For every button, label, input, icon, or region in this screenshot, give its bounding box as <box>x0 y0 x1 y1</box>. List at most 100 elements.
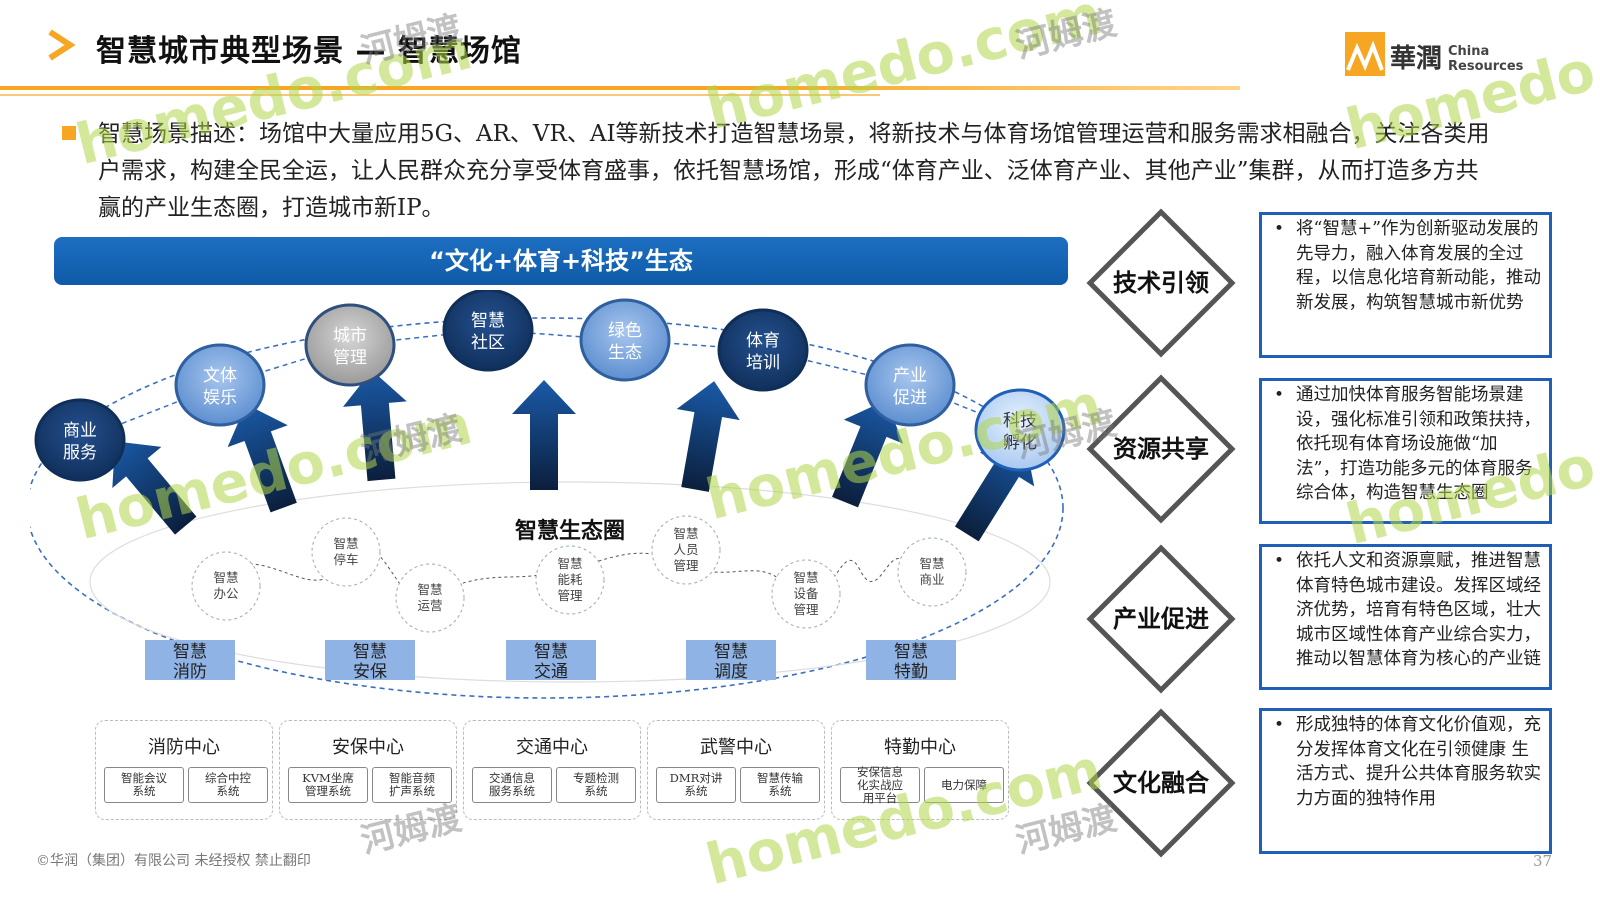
center-name: 武警中心 <box>700 737 772 758</box>
panel-text-box: •通过加快体育服务智能场景建设，强化标准引领和政策扶持，依托现有体育场设施做“加… <box>1259 378 1552 524</box>
outer-orbit <box>30 317 1064 699</box>
panel-label-line: 产业 <box>1113 604 1161 633</box>
watermark-cn: 河姆渡 <box>1011 3 1121 67</box>
small-circle-label: 管理 <box>793 602 819 617</box>
small-circle-label: 办公 <box>213 586 239 601</box>
center-name: 安保中心 <box>332 737 404 758</box>
panel-diamond-label: 技术引领 <box>1086 208 1236 358</box>
smart-service-label: 智慧 <box>173 642 207 662</box>
inner-orbit <box>89 481 1051 683</box>
page-number: 37 <box>1533 852 1553 870</box>
panel-label-line: 融合 <box>1161 768 1209 797</box>
system-box: 智能音频扩声系统 <box>372 767 452 803</box>
upward-arrow-icon <box>832 400 904 508</box>
scene-node-circle <box>442 290 534 372</box>
smart-service-label: 智慧 <box>714 642 748 662</box>
scene-node-label: 城市 <box>333 326 367 346</box>
scene-node-circle <box>579 298 671 382</box>
scene-node-circle <box>864 343 956 427</box>
panel-text-box: •将“智慧+”作为创新驱动发展的先导力，融入体育发展的全过程，以信息化培育新动能… <box>1259 212 1552 358</box>
scene-node-label: 娱乐 <box>203 388 237 408</box>
system-label: 管理系统 <box>305 784 351 798</box>
system-box: 智能会议系统 <box>104 767 184 803</box>
panel-diamond-label: 资源共享 <box>1086 374 1236 524</box>
system-label: 化实战应 <box>857 777 903 792</box>
center-label: 智慧生态圈 <box>515 518 625 544</box>
scene-node-label: 绿色 <box>608 321 642 341</box>
smart-service-label: 智慧 <box>534 642 568 662</box>
bullet-dot-icon: • <box>1274 551 1285 571</box>
scene-node-label: 科技 <box>1003 411 1037 431</box>
small-circle-label: 智慧 <box>919 556 944 571</box>
center-name: 交通中心 <box>516 737 588 758</box>
scene-node-label: 社区 <box>471 333 505 353</box>
small-circle-label: 运营 <box>417 598 442 613</box>
system-label: 安保信息 <box>857 764 903 779</box>
chevron-right-icon <box>48 29 76 61</box>
scene-node-label: 生态 <box>608 343 642 363</box>
system-label: 用平台 <box>862 790 898 805</box>
diamond-shape <box>1086 374 1236 524</box>
system-label: 系统 <box>684 784 708 798</box>
small-circle-label: 智慧 <box>417 582 442 597</box>
system-box: 安保信息化实战应用平台 <box>840 764 920 805</box>
panel-label-line: 共享 <box>1161 434 1209 463</box>
scene-description: 智慧场景描述：场馆中大量应用5G、AR、VR、AI等新技术打造智慧场景，将新技术… <box>98 121 1490 221</box>
scene-node-label: 服务 <box>63 443 97 463</box>
system-label: KVM坐席 <box>302 771 354 785</box>
center-name: 消防中心 <box>148 737 220 758</box>
system-label: 智慧传输 <box>757 771 803 785</box>
diamond-shape <box>1086 544 1236 694</box>
small-circle-label: 停车 <box>333 552 358 567</box>
diamond-shape <box>1086 208 1236 358</box>
system-box: 综合中控系统 <box>188 767 268 803</box>
center-group: 安保中心 KVM坐席管理系统 智能音频扩声系统 <box>279 720 457 820</box>
panel-label-line: 引领 <box>1161 268 1209 297</box>
small-circle-label: 人员 <box>673 542 698 557</box>
upward-arrow-icon <box>342 370 407 482</box>
panel-diamond-label: 文化融合 <box>1086 708 1236 858</box>
system-box: 专题检测系统 <box>556 767 636 803</box>
scene-node-label: 孵化 <box>1003 433 1037 453</box>
smart-service-label: 智慧 <box>894 642 928 662</box>
system-label: 服务系统 <box>489 784 535 798</box>
copyright: ©华润（集团）有限公司 未经授权 禁止翻印 <box>36 853 311 869</box>
china-resources-logo <box>1345 32 1385 76</box>
bullet-square <box>62 126 76 140</box>
scene-node-circle <box>304 303 396 387</box>
upward-arrow-icon <box>676 381 740 492</box>
small-circle-label: 智慧 <box>673 526 698 541</box>
scene-node-label: 体育 <box>746 331 780 351</box>
centers-row: 消防中心智能会议系统综合中控系统 安保中心 KVM坐席管理系统 智能音频扩声系统 交通中… <box>95 720 1025 830</box>
system-label: 专题检测 <box>573 771 619 785</box>
system-label: 系统 <box>584 784 608 798</box>
panel-text: 依托人文和资源禀赋，推进智慧体育特色城市建设。发挥区域经济优势，培育有特色区域，… <box>1296 551 1541 669</box>
scene-node-label: 商业 <box>63 421 97 441</box>
system-label: 系统 <box>768 784 792 798</box>
panel-diamond: 产业促进 <box>1086 544 1236 694</box>
scene-node-label: 智慧 <box>471 311 505 331</box>
page-title: 智慧城市典型场景 — 智慧场馆 <box>96 34 522 69</box>
smart-service-label: 智慧 <box>353 642 387 662</box>
scene-node-label: 文体 <box>203 366 237 386</box>
system-box: DMR对讲系统 <box>656 767 736 803</box>
system-box: 电力保障 <box>924 767 1004 803</box>
logo-chinese-text: 華潤 <box>1390 44 1443 74</box>
smart-service-label: 消防 <box>173 662 207 682</box>
center-group: 交通中心交通信息服务系统专题检测系统 <box>463 720 641 820</box>
small-circle-label: 智慧 <box>213 570 238 585</box>
